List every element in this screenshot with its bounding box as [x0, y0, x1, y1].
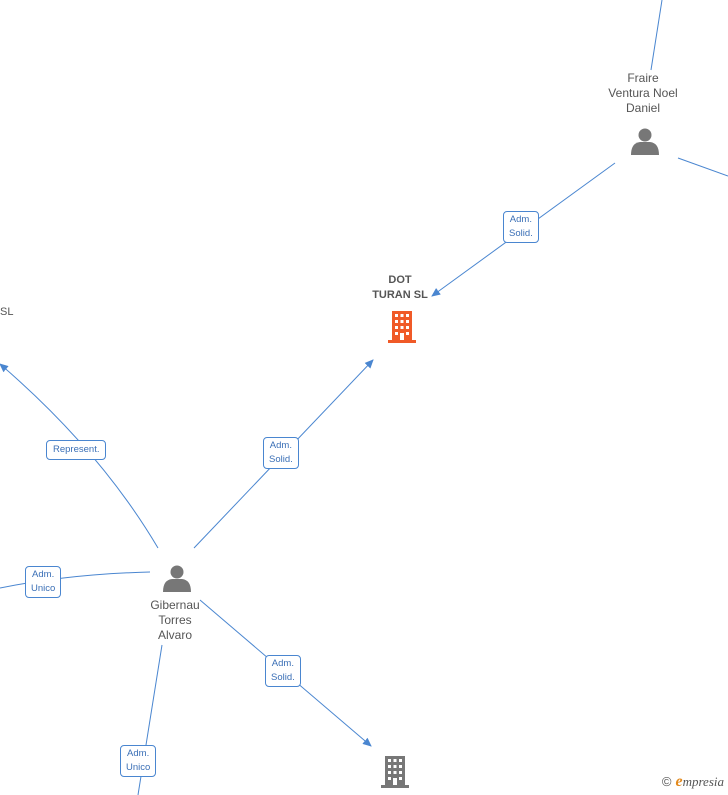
company-name-line1: DOT	[388, 274, 412, 286]
company-name-line2: TURAN SL	[372, 289, 428, 301]
relation-text: Represent.	[53, 444, 100, 455]
relation-line1: Adm.	[269, 440, 292, 451]
brand-name: mpresia	[682, 774, 724, 789]
person-name-label[interactable]: Gibernau Torres Alvaro	[130, 598, 220, 643]
relation-line2: Solid.	[271, 672, 295, 683]
brand-e: e	[675, 773, 683, 790]
edge-fraire-top	[650, 0, 663, 71]
person-icon[interactable]	[631, 128, 659, 156]
relation-label[interactable]: Adm. Unico	[25, 566, 62, 598]
relation-line2: Unico	[31, 583, 56, 594]
person-name-label[interactable]: Fraire Ventura Noel Daniel	[598, 71, 688, 116]
relation-label[interactable]: Adm. Solid.	[265, 655, 301, 687]
copyright-symbol: ©	[661, 774, 672, 789]
person-name-line1: Fraire	[627, 71, 659, 85]
building-icon[interactable]	[381, 756, 409, 788]
brand-logo: ©empresia	[662, 773, 724, 791]
building-icon[interactable]	[388, 311, 416, 343]
relation-label[interactable]: Adm. Unico	[120, 745, 157, 777]
relation-line1: Adm.	[127, 748, 150, 759]
person-icon[interactable]	[163, 565, 191, 593]
relation-label[interactable]: Represent.	[46, 440, 107, 460]
relation-line2: Unico	[126, 762, 151, 773]
relation-line2: Solid.	[509, 228, 533, 239]
relation-line1: Adm.	[271, 658, 294, 669]
relation-line1: Adm.	[32, 569, 55, 580]
edge-fraire-right	[677, 157, 728, 177]
person-name-line3: Alvaro	[157, 628, 192, 642]
partial-company-label[interactable]: SL	[0, 306, 14, 318]
person-name-line2: Ventura Noel	[608, 86, 678, 100]
relation-line1: Adm.	[509, 214, 532, 225]
relation-label[interactable]: Adm. Solid.	[263, 437, 299, 469]
relation-line2: Solid.	[269, 454, 293, 465]
relation-label[interactable]: Adm. Solid.	[503, 211, 539, 243]
edge-gibernau-left-unico	[0, 571, 151, 589]
person-name-line1: Gibernau	[150, 598, 200, 612]
company-name-label[interactable]: DOT TURAN SL	[355, 273, 445, 303]
person-name-line2: Torres	[158, 613, 192, 627]
person-name-line3: Daniel	[625, 101, 661, 115]
